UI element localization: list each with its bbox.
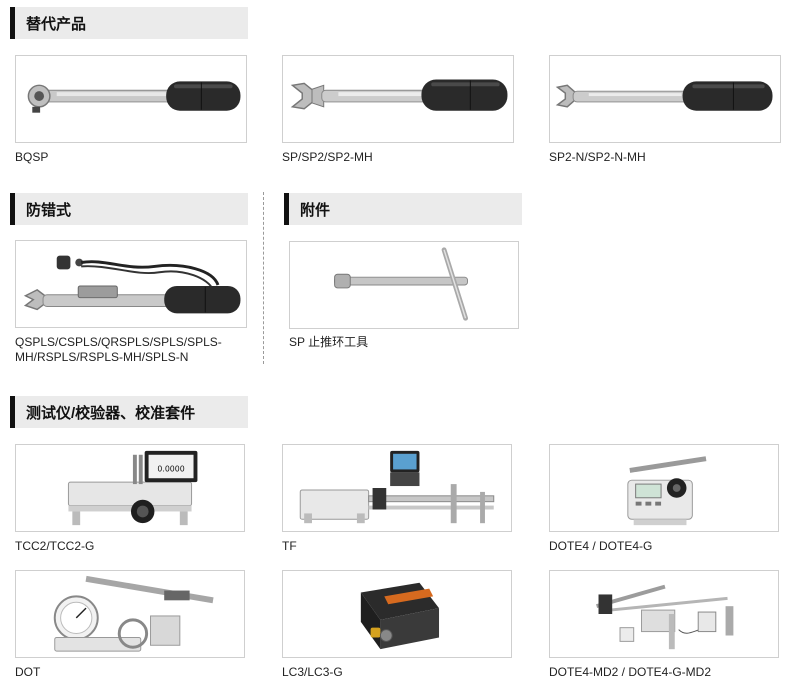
product-card-tf[interactable] (282, 444, 512, 532)
product-name-sp[interactable]: SP/SP2/SP2-MH (282, 150, 373, 164)
section-title: 防错式 (26, 201, 72, 219)
section-bar (10, 7, 15, 39)
section-header-alternatives: 替代产品 (10, 7, 248, 39)
product-card-qspls[interactable] (15, 240, 247, 328)
torque-bench-icon (299, 450, 495, 524)
product-card-dote4[interactable] (549, 444, 779, 532)
load-cell-tester-icon (360, 582, 440, 650)
digital-torque-tester-md2-icon (596, 584, 734, 650)
section-header-accessories: 附件 (284, 193, 522, 225)
ratchet-wrench-icon (27, 81, 241, 113)
section-header-error-proof: 防错式 (10, 193, 248, 225)
tcc2-display-value: 0.0000 (157, 464, 184, 473)
digital-torque-tester-icon (627, 456, 707, 526)
product-name-qspls[interactable]: QSPLS/CSPLS/QRSPLS/SPLS/SPLS- MH/RSPLS/R… (15, 335, 255, 365)
product-card-tcc2[interactable]: 0.0000 (15, 444, 245, 532)
product-name-dote4[interactable]: DOTE4 / DOTE4-G (549, 539, 653, 553)
section-title: 替代产品 (26, 15, 87, 33)
product-card-sp2n[interactable] (549, 55, 781, 143)
product-name-sp-tool[interactable]: SP 止推环工具 (289, 335, 369, 349)
product-card-bqsp[interactable] (15, 55, 247, 143)
product-card-dot[interactable] (15, 570, 245, 658)
product-name-line2: MH/RSPLS/RSPLS-MH/SPLS-N (15, 350, 189, 364)
product-card-sp-tool[interactable] (289, 241, 519, 329)
section-divider (263, 192, 264, 364)
product-name-dote4-md2[interactable]: DOTE4-MD2 / DOTE4-G-MD2 (549, 665, 712, 679)
open-end-wrench-small-icon (555, 81, 773, 111)
product-card-sp[interactable] (282, 55, 514, 143)
section-bar (10, 396, 15, 428)
product-card-dote4-md2[interactable] (549, 570, 779, 658)
product-name-tcc2[interactable]: TCC2/TCC2-G (15, 539, 95, 553)
wired-wrench-icon (23, 255, 241, 314)
section-bar (10, 193, 15, 225)
product-name-line1: QSPLS/CSPLS/QRSPLS/SPLS/SPLS- (15, 335, 222, 349)
product-name-dot[interactable]: DOT (15, 665, 41, 679)
section-title: 测试仪/校验器、校准套件 (26, 404, 196, 422)
torque-calibrator-icon: 0.0000 (67, 450, 198, 526)
product-name-tf[interactable]: TF (282, 539, 297, 553)
product-name-bqsp[interactable]: BQSP (15, 150, 49, 164)
dial-torque-tester-icon (53, 575, 214, 652)
product-card-lc3[interactable] (282, 570, 512, 658)
section-header-testers: 测试仪/校验器、校准套件 (10, 396, 248, 428)
product-name-sp2n[interactable]: SP2-N/SP2-N-MH (549, 150, 646, 164)
product-name-lc3[interactable]: LC3/LC3-G (282, 665, 343, 679)
section-title: 附件 (300, 201, 331, 219)
section-bar (284, 193, 289, 225)
t-handle-tool-icon (334, 247, 469, 321)
open-end-wrench-icon (290, 79, 508, 111)
